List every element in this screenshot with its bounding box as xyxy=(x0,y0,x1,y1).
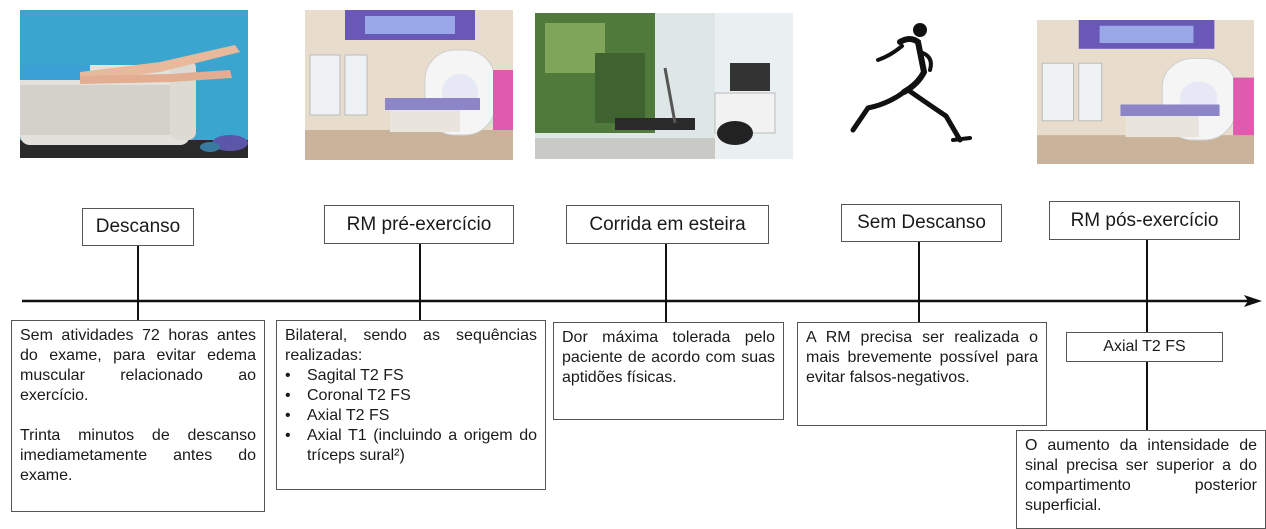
stage-label-corrida: Corrida em esteira xyxy=(566,205,769,244)
descanso-text-2: Trinta minutos de descanso imediametamen… xyxy=(20,427,256,484)
stage-label-rm-pos: RM pós-exercício xyxy=(1049,201,1240,240)
sem-descanso-description: A RM precisa ser realizada o mais brevem… xyxy=(797,322,1047,426)
descanso-text-1: Sem atividades 72 horas antes do exame, … xyxy=(20,327,256,404)
rm-pre-sequence-item: Axial T1 (incluindo a origem do tríceps … xyxy=(285,426,537,466)
photo-mri-room-pre xyxy=(305,10,513,160)
rm-pre-intro: Bilateral, sendo as sequências realizada… xyxy=(285,327,537,364)
stage-label-rm-pre: RM pré-exercício xyxy=(324,205,514,244)
photo-mri-room-post xyxy=(1037,20,1254,164)
corrida-description: Dor máxima tolerada pelo paciente de aco… xyxy=(553,322,784,420)
rm-pos-description: O aumento da intensidade de sinal precis… xyxy=(1016,430,1266,529)
descanso-description: Sem atividades 72 horas antes do exame, … xyxy=(11,320,265,512)
timeline-arrow xyxy=(22,295,1262,307)
rm-pre-sequence-item: Coronal T2 FS xyxy=(285,386,537,406)
stage-label-sem-descanso: Sem Descanso xyxy=(841,204,1002,242)
runner-silhouette-icon xyxy=(838,12,978,152)
stage-label-descanso: Descanso xyxy=(82,208,194,246)
rm-pos-sequence-label: Axial T2 FS xyxy=(1066,332,1223,362)
connector-corrida xyxy=(665,244,667,322)
rm-pre-description: Bilateral, sendo as sequências realizada… xyxy=(276,320,546,490)
photo-resting-on-sofa xyxy=(20,10,248,158)
photo-treadmill-room xyxy=(535,13,793,159)
rm-pre-sequence-item: Axial T2 FS xyxy=(285,406,537,426)
rm-pre-sequence-list: Sagital T2 FS Coronal T2 FS Axial T2 FS … xyxy=(285,366,537,466)
connector-sem-descanso xyxy=(918,242,920,322)
connector-rm-pre xyxy=(419,244,421,320)
connector-descanso xyxy=(137,246,139,320)
rm-pre-sequence-item: Sagital T2 FS xyxy=(285,366,537,386)
